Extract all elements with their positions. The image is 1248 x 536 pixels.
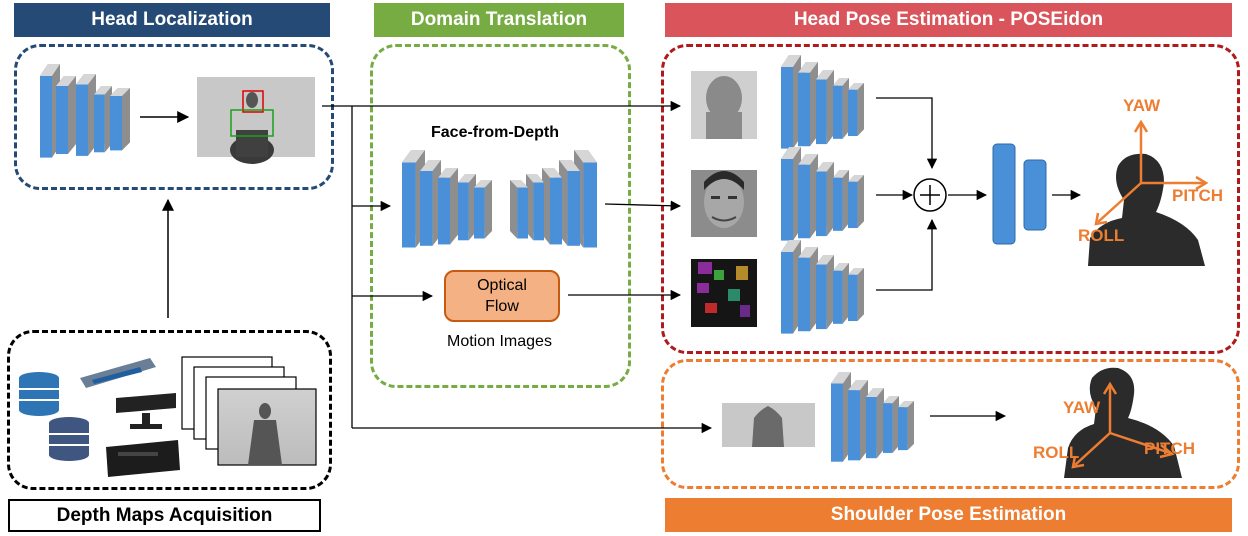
shoulder-pitch-label: PITCH [1144, 439, 1195, 458]
database-icon [49, 417, 89, 461]
head-localization-panel [14, 44, 334, 190]
face-image [691, 170, 757, 237]
depth-frame-stack-icon [181, 356, 317, 466]
depth-branch-cnn [781, 55, 864, 149]
head-pose-header: Head Pose Estimation - POSEidon [665, 3, 1232, 37]
motion-branch-cnn [781, 240, 864, 334]
optical-flow-line1: Optical [477, 277, 527, 294]
optical-flow-line2: Flow [485, 298, 519, 315]
shoulder-pose-panel [661, 359, 1240, 489]
shoulder-pose-output [1064, 367, 1182, 478]
shoulder-pose-header: Shoulder Pose Estimation [665, 498, 1232, 532]
domain-translation-header: Domain Translation [374, 3, 624, 37]
fusion-fc-layer-2 [1023, 159, 1047, 231]
head-localization-header: Head Localization [14, 3, 330, 37]
fusion-fc-layer-1 [992, 143, 1016, 245]
motion-images-label: Motion Images [447, 333, 552, 350]
face-from-depth-network [402, 150, 597, 248]
head-pose-output [1088, 119, 1209, 266]
database-icon [19, 372, 59, 416]
shoulder-yaw-label: YAW [1063, 398, 1101, 417]
shoulder-cnn [831, 372, 914, 462]
face-branch-cnn [781, 147, 864, 241]
depth-maps-header: Depth Maps Acquisition [8, 499, 321, 532]
kinect-sensor-icon [80, 358, 180, 477]
shoulder-depth-image [722, 403, 815, 447]
head-roll-label: ROLL [1078, 226, 1125, 245]
plus-circle-icon [913, 178, 947, 212]
localized-depth-image [197, 77, 315, 164]
depth-acquisition-panel [7, 330, 332, 490]
domain-translation-panel [370, 44, 631, 388]
head-yaw-label: YAW [1123, 96, 1161, 115]
face-from-depth-label: Face-from-Depth [431, 124, 560, 141]
depth-head-crop [691, 71, 757, 139]
localization-cnn [40, 64, 130, 158]
head-pitch-label: PITCH [1172, 186, 1223, 205]
motion-image [691, 259, 757, 327]
routing-lines [322, 100, 713, 434]
head-pose-panel [661, 44, 1240, 354]
shoulder-roll-label: ROLL [1033, 443, 1080, 462]
